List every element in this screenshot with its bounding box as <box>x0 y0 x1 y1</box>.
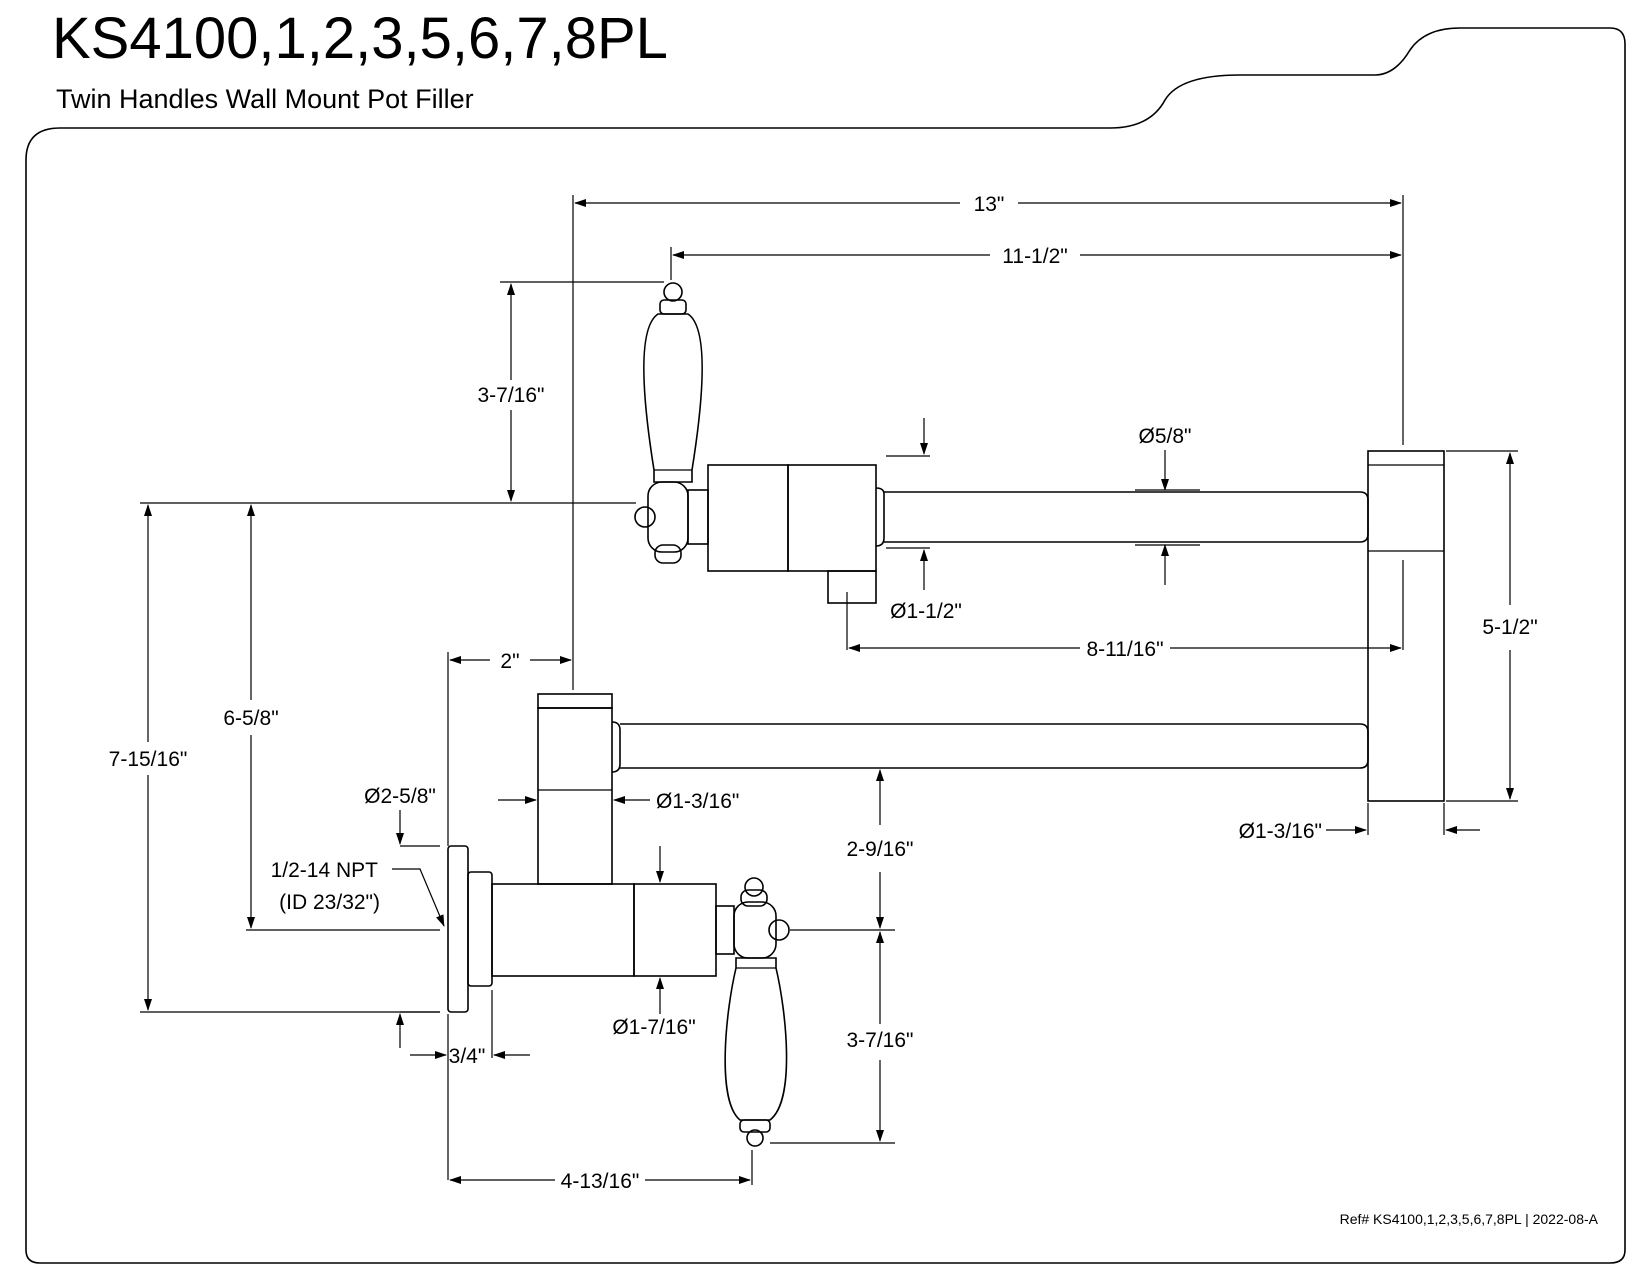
riser-cap <box>537 693 613 709</box>
dim-spout-diameter: Ø5/8" <box>1139 425 1192 448</box>
dim-wall-to-pivot: 2" <box>500 650 519 673</box>
lower-hub-knob <box>744 877 764 897</box>
dim-thread-id: (ID 23/32") <box>279 891 380 914</box>
dim-upper-handle-height: 3-7/16" <box>478 384 545 407</box>
upper-valve-body <box>707 464 789 572</box>
dim-end-diameter: Ø1-3/16" <box>1239 820 1322 843</box>
dim-outlet-offset: 8-11/16" <box>1086 638 1163 661</box>
reference-number: Ref# KS4100,1,2,3,5,6,7,8PL | 2022-08-A <box>1340 1211 1599 1227</box>
lower-faucet <box>447 693 1369 1147</box>
upper-outlet <box>827 570 877 604</box>
dim-overall-width: 13" <box>974 193 1005 216</box>
lower-handle-cap <box>739 1119 771 1133</box>
dim-upper-body-diameter: Ø1-1/2" <box>890 600 962 623</box>
lower-stem <box>715 905 735 955</box>
dim-end-height: 5-1/2" <box>1482 616 1537 639</box>
dim-upper-handle-to-end: 11-1/2" <box>1002 245 1067 268</box>
lower-handle-lever <box>724 957 788 1121</box>
lower-arm-end <box>1359 723 1369 769</box>
dim-arm-to-center: 2-9/16" <box>847 838 914 861</box>
dim-center-height: 6-5/8" <box>223 707 278 730</box>
upper-hub-cap <box>634 506 656 528</box>
upper-arm-end <box>1359 491 1369 543</box>
dimension-lines <box>144 199 1514 1184</box>
wall-flange <box>447 845 469 1013</box>
upper-hub-bottom <box>654 544 682 564</box>
drawing-frame <box>25 27 1626 1264</box>
dim-wall-to-handle: 4-13/16" <box>561 1170 640 1193</box>
lower-hub-cap <box>768 919 790 941</box>
upper-pivot-body <box>787 464 877 572</box>
dim-overall-height: 7-15/16" <box>109 748 188 771</box>
upper-stem <box>687 489 709 545</box>
dim-lower-handle-height: 3-7/16" <box>847 1029 914 1052</box>
flange-collar <box>467 871 493 987</box>
lower-arm-joint <box>611 721 621 773</box>
swing-elbow <box>1367 450 1445 802</box>
model-title: KS4100,1,2,3,5,6,7,8PL <box>52 6 668 71</box>
dim-flange-depth: 3/4" <box>449 1045 486 1068</box>
lower-valve-body <box>491 883 635 977</box>
upper-handle-hub <box>647 481 689 553</box>
end-column <box>1367 450 1445 802</box>
dim-valve-body-diameter: Ø1-7/16" <box>612 1016 695 1039</box>
lower-hub-top <box>740 889 768 907</box>
lower-handle-knob <box>746 1129 764 1147</box>
upper-arm-joint <box>875 487 885 547</box>
dim-pivot-diameter: Ø1-3/16" <box>656 790 739 813</box>
upper-handle-cap <box>659 299 687 315</box>
dimension-labels: 13" 11-1/2" 3-7/16" Ø5/8" Ø1-1/2" 8-11/1… <box>109 193 1538 1193</box>
riser <box>537 707 613 885</box>
product-description: Twin Handles Wall Mount Pot Filler <box>56 84 474 114</box>
upper-handle-knob <box>663 282 683 302</box>
upper-faucet <box>634 282 1369 604</box>
upper-handle-lever <box>643 313 703 483</box>
dim-thread-spec: 1/2-14 NPT <box>271 859 379 882</box>
lower-valve-cap <box>633 883 717 977</box>
dim-flange-diameter: Ø2-5/8" <box>364 785 436 808</box>
extension-lines <box>140 195 1518 1185</box>
